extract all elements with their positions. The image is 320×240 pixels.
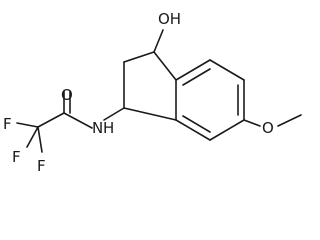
bond <box>153 29 164 53</box>
bond <box>209 119 245 141</box>
atom-label-fluorine-2: F <box>12 148 21 166</box>
atom-label-fluorine-3: F <box>37 157 46 175</box>
bond <box>153 51 177 81</box>
bond <box>37 112 65 128</box>
chemical-structure: OH O N H F F F O <box>3 10 302 175</box>
bond <box>175 59 211 81</box>
bond <box>175 119 211 141</box>
bond <box>103 107 125 121</box>
bond <box>277 114 302 127</box>
atom-label-amide-nitrogen: N <box>92 119 103 137</box>
bond <box>37 126 43 153</box>
atom-labels: OH O N H F F F O <box>3 10 274 175</box>
atom-label-hydroxyl: OH <box>158 10 181 28</box>
atom-label-fluorine-1: F <box>3 115 12 133</box>
bond <box>16 122 39 128</box>
atom-label-amide-hydrogen: H <box>103 119 114 137</box>
bond <box>243 119 261 127</box>
bond-double-inner <box>182 68 211 86</box>
bond <box>209 59 245 81</box>
bond <box>123 51 155 63</box>
bond <box>26 126 39 148</box>
atom-label-ether-oxygen: O <box>262 119 274 137</box>
bond-lines <box>16 29 302 153</box>
atom-label-carbonyl-oxygen: O <box>61 86 73 104</box>
bond <box>123 107 177 121</box>
bond <box>63 112 93 129</box>
bond-double-inner <box>182 115 211 133</box>
